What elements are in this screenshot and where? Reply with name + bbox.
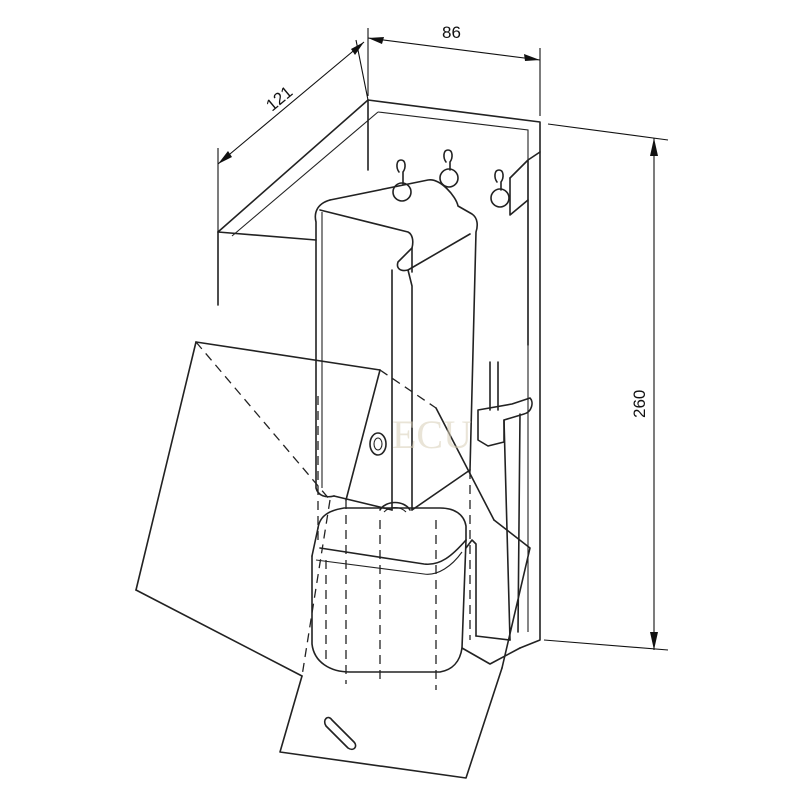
dispensing-slot	[323, 716, 357, 751]
keyhole-slot-1	[392, 159, 412, 202]
dimension-label-depth: 121	[262, 82, 296, 115]
dimension-label-height: 260	[630, 390, 649, 418]
front-cover	[135, 341, 531, 779]
hidden-lines	[317, 396, 471, 690]
keyhole-slot-3	[490, 169, 510, 208]
dimension-width: 86	[367, 23, 541, 116]
backplate	[217, 99, 541, 649]
pump-lever	[477, 361, 533, 641]
keyhole-slots	[392, 149, 510, 208]
dimension-label-width: 86	[442, 23, 461, 42]
watermark-text: ECU	[392, 412, 472, 457]
dimension-height: 260	[543, 123, 669, 651]
keyhole-slot-2	[439, 149, 459, 188]
pump-housing	[311, 501, 521, 673]
dimension-depth: 121	[217, 39, 369, 232]
reservoir-bottle	[314, 179, 478, 511]
